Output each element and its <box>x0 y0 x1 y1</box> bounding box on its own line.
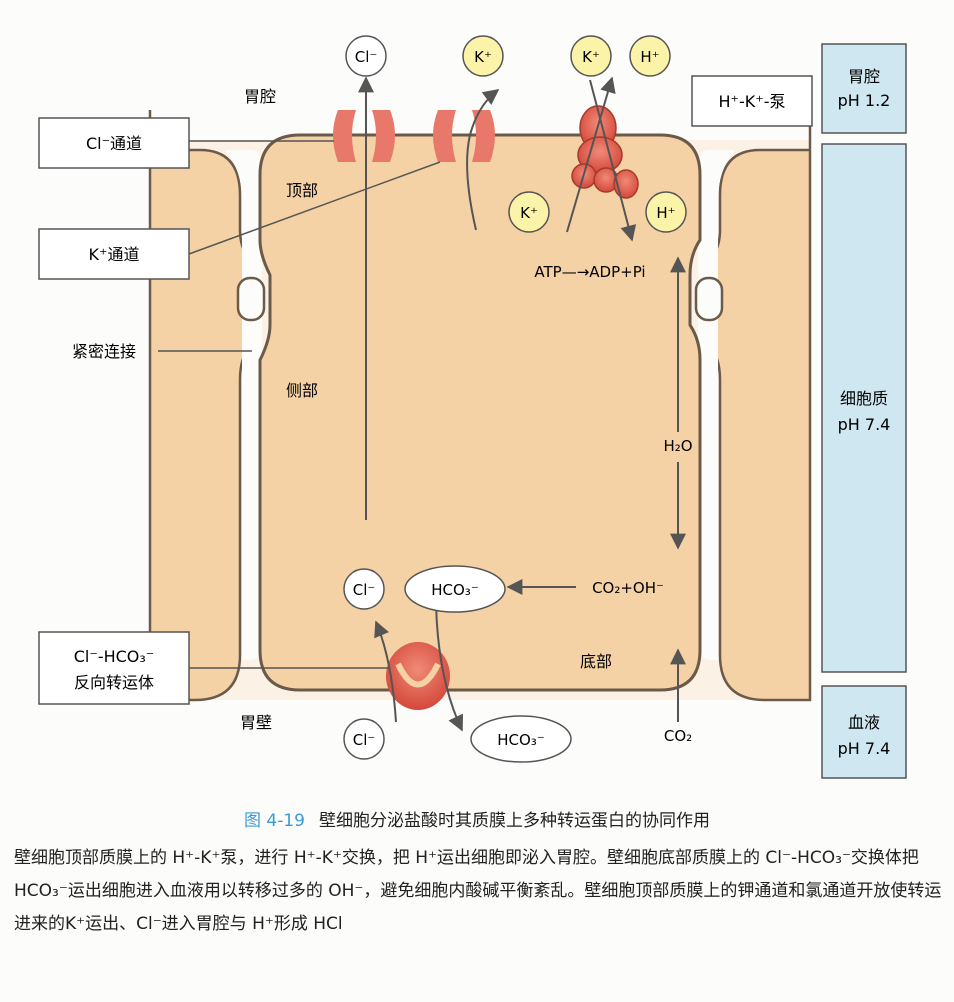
right-neighbor-cell <box>706 110 812 702</box>
figure-caption: 图 4-19 壁细胞分泌盐酸时其质膜上多种转运蛋白的协同作用 <box>0 806 954 831</box>
svg-text:血液: 血液 <box>848 713 880 732</box>
ion-h-lumen: H⁺ <box>629 35 671 77</box>
cl-hco3-exchanger <box>386 642 450 710</box>
figure-description: 壁细胞顶部质膜上的 H⁺-K⁺泵，进行 H⁺-K⁺交换，把 H⁺运出细胞即泌入胃… <box>14 848 942 934</box>
tight-junction-right <box>694 276 724 322</box>
k-efflux-arrow <box>466 89 500 231</box>
ph-bar-lumen: 胃腔 pH 1.2 <box>821 43 907 134</box>
svg-text:反向转运体: 反向转运体 <box>74 673 154 692</box>
callout-pump: H⁺-K⁺-泵 <box>691 75 813 127</box>
tight-junction-left <box>236 276 266 322</box>
svg-text:pH 7.4: pH 7.4 <box>838 415 891 434</box>
region-basal-label: 底部 <box>580 652 612 671</box>
ion-hco3-cytoplasm: HCO₃⁻ <box>404 565 506 613</box>
ion-k-cytoplasm: K⁺ <box>508 191 550 233</box>
svg-text:K⁺: K⁺ <box>474 48 492 66</box>
callout-exchanger: Cl⁻-HCO₃⁻ 反向转运体 <box>38 631 390 705</box>
ion-cl-cytoplasm: Cl⁻ <box>343 568 385 610</box>
cl-channel <box>333 110 395 162</box>
cl-influx-arrow <box>374 620 397 723</box>
svg-text:pH 1.2: pH 1.2 <box>838 91 891 110</box>
region-wall-label: 胃壁 <box>240 713 272 732</box>
k-channel <box>433 110 495 162</box>
svg-text:H⁺: H⁺ <box>656 204 675 222</box>
ion-hco3-blood: HCO₃⁻ <box>470 715 572 763</box>
callout-cl-channel: Cl⁻通道 <box>38 117 334 169</box>
svg-text:Cl⁻-HCO₃⁻: Cl⁻-HCO₃⁻ <box>74 647 155 666</box>
svg-text:胃腔: 胃腔 <box>848 67 880 86</box>
hco3-efflux-arrow <box>435 603 463 732</box>
svg-text:H⁺-K⁺-泵: H⁺-K⁺-泵 <box>719 92 786 111</box>
svg-text:K⁺通道: K⁺通道 <box>89 245 140 264</box>
figure-number: 图 4-19 <box>244 811 305 831</box>
region-lateral-label: 侧部 <box>286 381 318 400</box>
parietal-cell <box>258 133 702 692</box>
pump-h-out-arrow <box>566 76 616 233</box>
co2-oh-label: CO₂+OH⁻ <box>592 579 664 597</box>
region-lumen-label: 胃腔 <box>244 87 276 106</box>
svg-text:细胞质: 细胞质 <box>840 389 888 408</box>
ph-bar-blood: 血液 pH 7.4 <box>821 685 907 779</box>
svg-text:K⁺: K⁺ <box>582 48 600 66</box>
ph-bar-cytoplasm: 细胞质 pH 7.4 <box>821 143 907 673</box>
water-label: H₂O <box>663 437 692 455</box>
ion-h-cytoplasm: H⁺ <box>645 191 687 233</box>
svg-text:pH 7.4: pH 7.4 <box>838 739 891 758</box>
svg-text:Cl⁻: Cl⁻ <box>355 48 378 66</box>
svg-text:紧密连接: 紧密连接 <box>72 342 136 361</box>
region-apical-label: 顶部 <box>286 181 318 200</box>
co2-label: CO₂ <box>664 727 692 745</box>
svg-text:Cl⁻通道: Cl⁻通道 <box>86 134 142 153</box>
svg-text:HCO₃⁻: HCO₃⁻ <box>431 581 479 599</box>
ion-k-lumen-channel: K⁺ <box>462 35 504 77</box>
callout-k-channel: K⁺通道 <box>38 161 441 280</box>
svg-text:HCO₃⁻: HCO₃⁻ <box>497 731 545 749</box>
callout-tight-junction: 紧密连接 <box>72 342 252 361</box>
atp-reaction-label: ATP—→ADP+Pi <box>534 263 645 281</box>
h-k-pump <box>571 105 639 199</box>
ion-k-lumen-pump: K⁺ <box>570 35 612 77</box>
ion-cl-lumen: Cl⁻ <box>345 35 387 77</box>
parietal-cell-diagram: Cl⁻ K⁺ K⁺ H⁺ K⁺ H⁺ Cl⁻ HCO₃⁻ Cl⁻ HCO₃⁻ A… <box>38 35 907 779</box>
pump-k-in-arrow <box>589 79 637 242</box>
figure-title: 壁细胞分泌盐酸时其质膜上多种转运蛋白的协同作用 <box>319 811 710 831</box>
svg-text:Cl⁻: Cl⁻ <box>353 581 376 599</box>
svg-text:K⁺: K⁺ <box>520 204 538 222</box>
ion-cl-blood: Cl⁻ <box>343 718 385 760</box>
svg-text:H⁺: H⁺ <box>640 48 659 66</box>
svg-text:Cl⁻: Cl⁻ <box>353 731 376 749</box>
left-neighbor-cell <box>148 110 254 702</box>
